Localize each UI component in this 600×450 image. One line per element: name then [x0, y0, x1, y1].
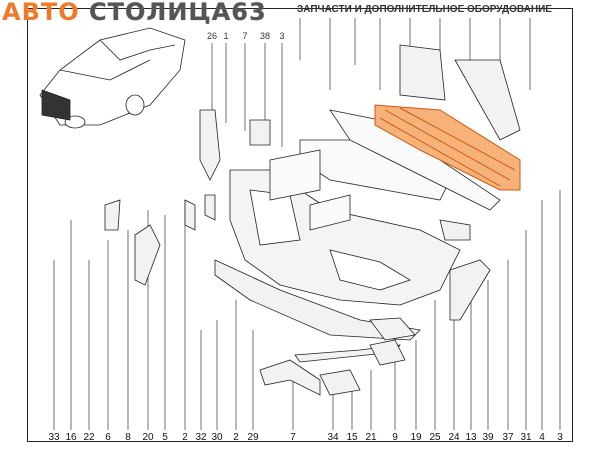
callout-bottom: 13 — [465, 432, 477, 443]
callout-bottom: 4 — [539, 432, 545, 443]
diagram-frame — [27, 8, 573, 442]
callout-bottom: 3 — [557, 432, 563, 443]
callout-bottom: 31 — [520, 432, 532, 443]
car-sketch — [39, 27, 186, 129]
callout-top: 26 — [206, 31, 218, 41]
callout-bottom: 25 — [429, 432, 441, 443]
tagline: ЗАПЧАСТИ И ДОПОЛНИТЕЛЬНОЕ ОБОРУДОВАНИЕ — [297, 4, 552, 15]
upper-beam — [269, 109, 501, 231]
callout-top: 3 — [279, 31, 285, 41]
callout-bottom: 7 — [290, 432, 296, 443]
callout-bottom: 24 — [448, 432, 460, 443]
callout-bottom: 37 — [502, 432, 514, 443]
callout-top: 7 — [242, 31, 248, 41]
logo-right-text: СТОЛИЦА63 — [89, 0, 267, 26]
callout-bottom: 2 — [182, 432, 188, 443]
front-bumper — [229, 169, 461, 306]
logo: АВТО СТОЛИЦА63 — [2, 0, 267, 26]
callout-bottom: 16 — [65, 432, 77, 443]
callout-bottom: 9 — [392, 432, 398, 443]
callout-bottom: 34 — [327, 432, 339, 443]
callout-bottom: 29 — [247, 432, 259, 443]
callout-bottom: 5 — [162, 432, 168, 443]
callout-bottom: 19 — [410, 432, 422, 443]
callout-top: 1 — [223, 31, 229, 41]
callout-bottom: 2 — [233, 432, 239, 443]
callout-bottom: 6 — [105, 432, 111, 443]
callout-bottom: 30 — [211, 432, 223, 443]
logo-left-text: АВТО — [2, 0, 80, 26]
callout-bottom: 8 — [125, 432, 131, 443]
callout-bottom: 20 — [142, 432, 154, 443]
callout-bottom: 21 — [365, 432, 377, 443]
callout-top: 38 — [259, 31, 271, 41]
callout-bottom: 33 — [48, 432, 60, 443]
lower-parts — [104, 44, 521, 396]
callout-bottom: 32 — [195, 432, 207, 443]
callout-bottom: 15 — [346, 432, 358, 443]
grille-highlight — [374, 104, 521, 191]
callout-bottom: 39 — [482, 432, 494, 443]
callout-bottom: 22 — [83, 432, 95, 443]
